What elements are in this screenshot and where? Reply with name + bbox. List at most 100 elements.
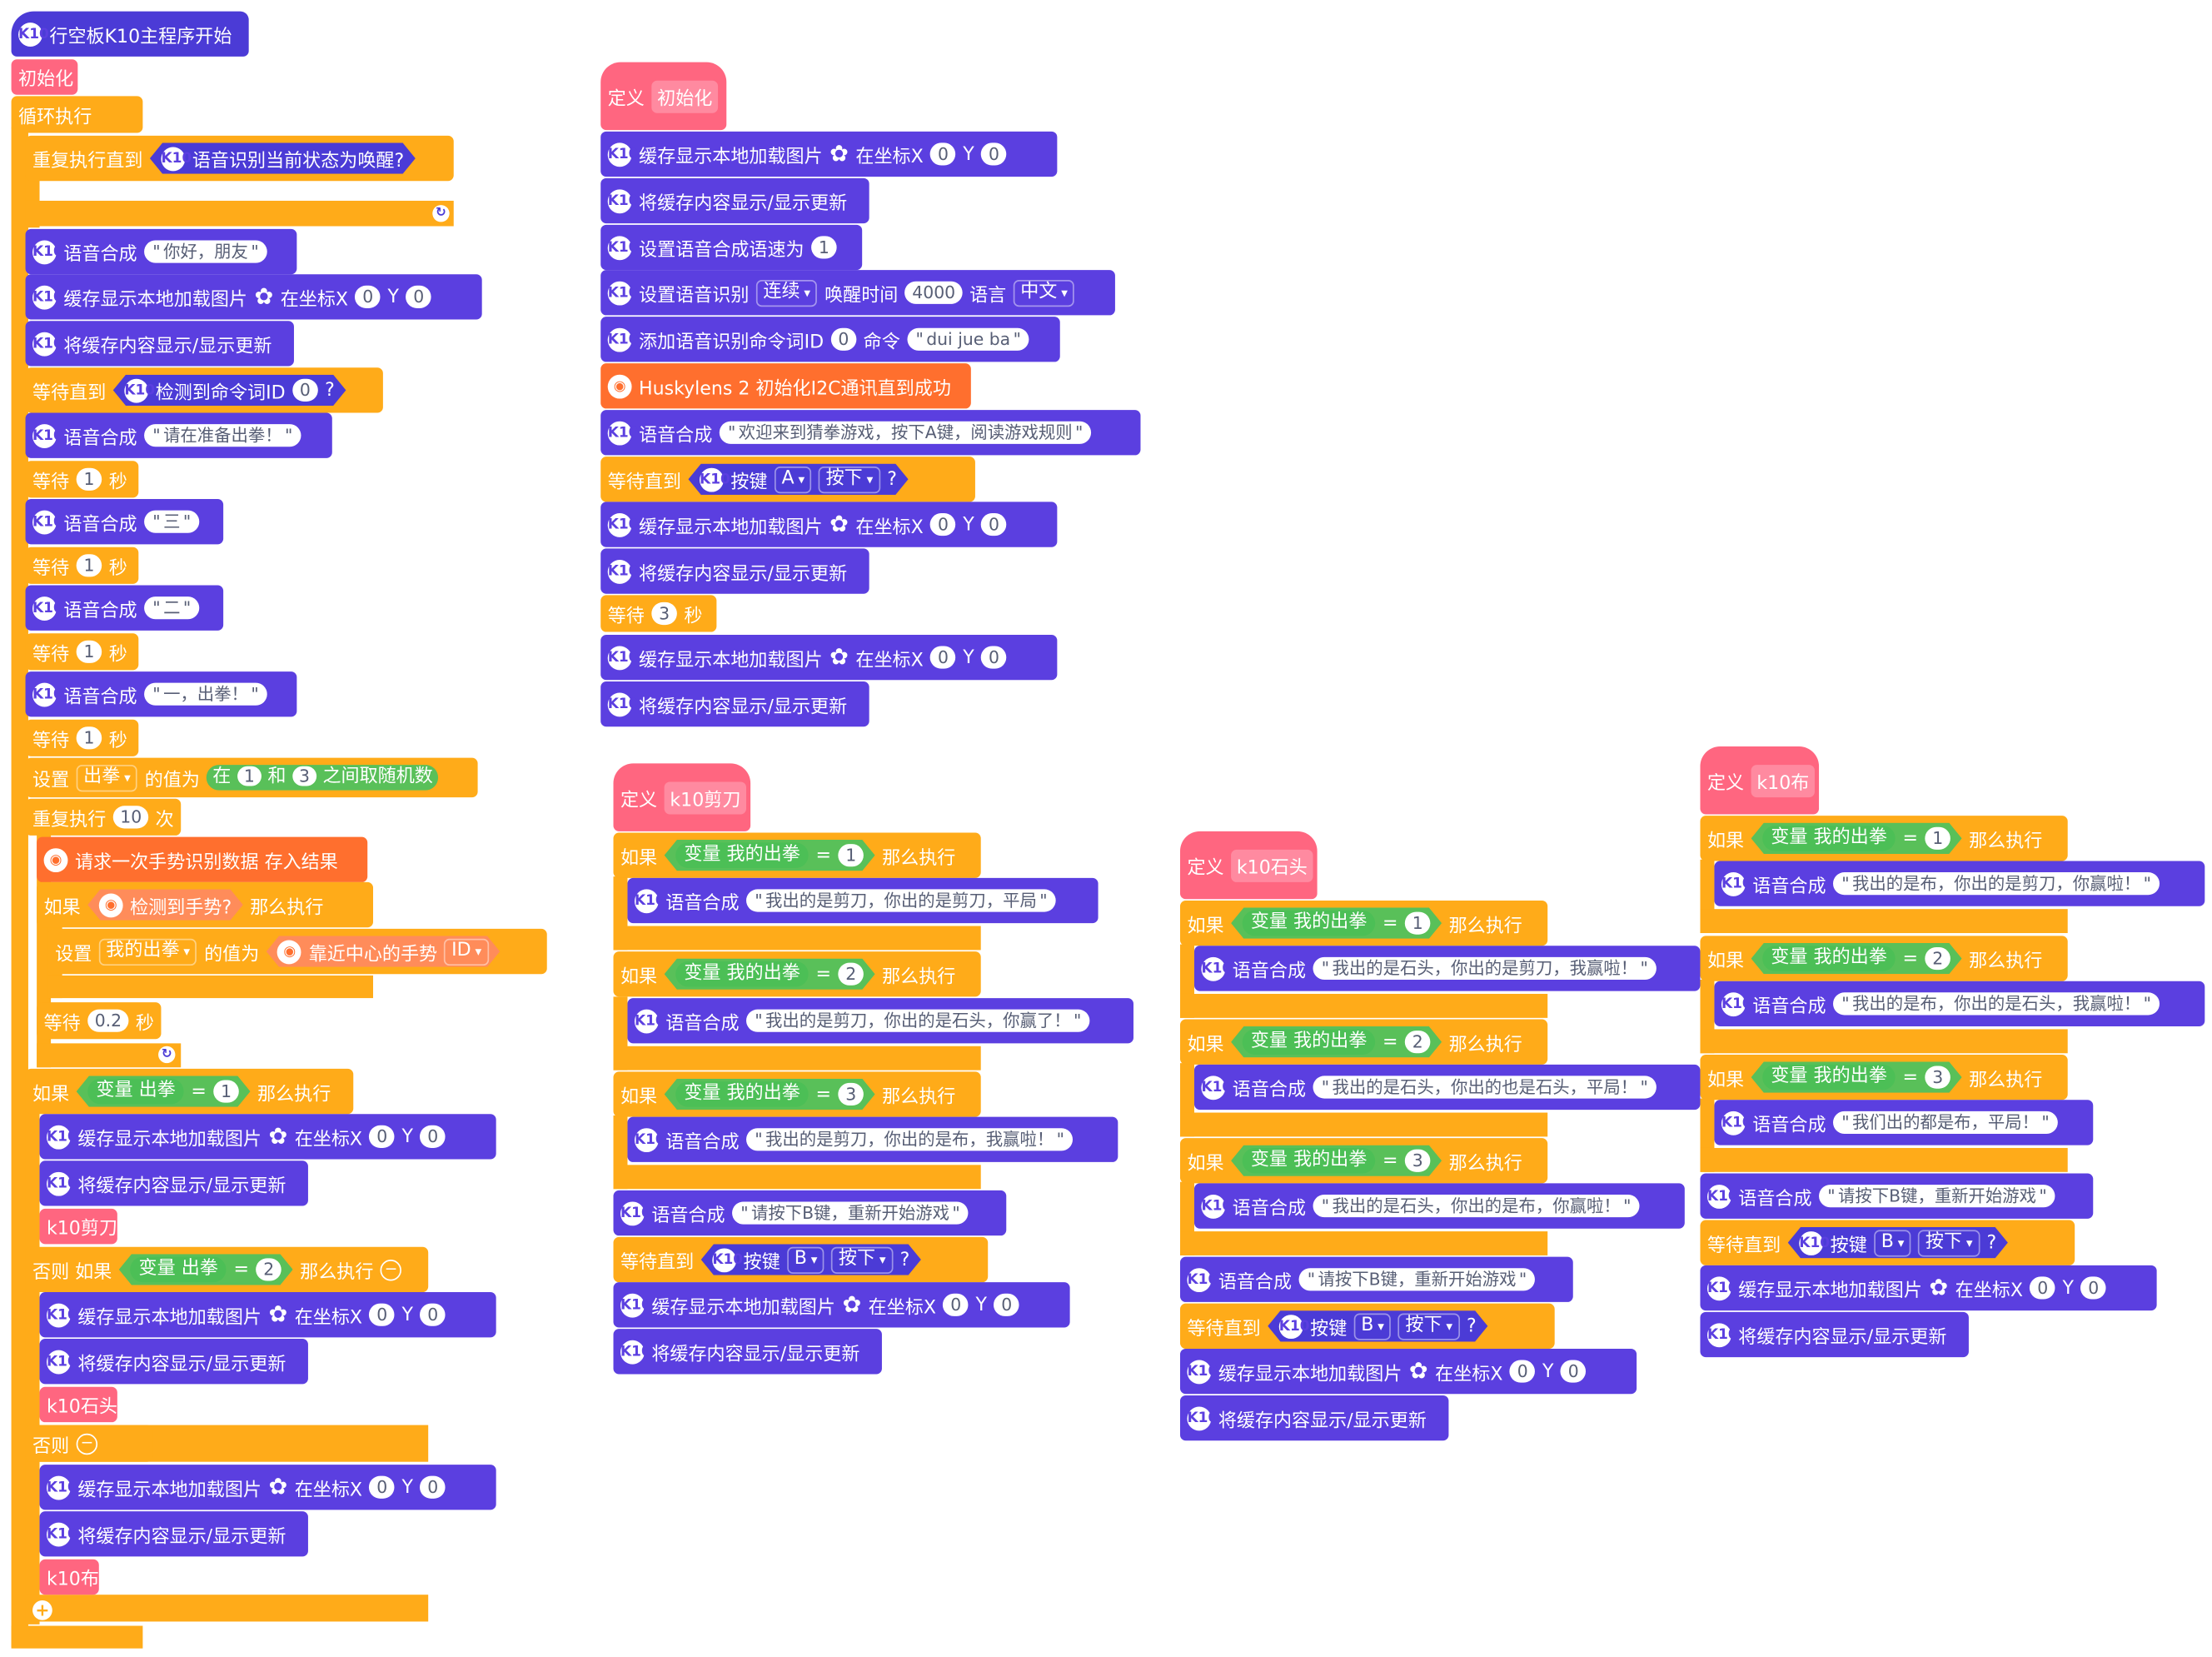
command-id-input[interactable]: 0 bbox=[292, 379, 318, 402]
tts-block[interactable]: K10语音合成请按下B键，重新开始游戏 bbox=[1700, 1173, 2094, 1219]
forever-loop-block[interactable]: 循环执行 bbox=[11, 96, 143, 133]
variable-reporter[interactable]: 变量 我的出拳 bbox=[1243, 911, 1376, 936]
y-input[interactable]: 0 bbox=[994, 1293, 1020, 1316]
press-state-dropdown[interactable]: 按下 bbox=[1918, 1230, 1980, 1256]
gesture-field-dropdown[interactable]: ID bbox=[445, 938, 489, 965]
x-input[interactable]: 0 bbox=[355, 285, 381, 308]
tts-text-input[interactable]: 我们出的都是布，平局！ bbox=[1833, 1110, 2058, 1134]
y-input[interactable]: 0 bbox=[981, 513, 1007, 537]
seconds-input[interactable]: 3 bbox=[651, 601, 677, 626]
tts-text-input[interactable]: 我出的是剪刀，你出的是布，我赢啦！ bbox=[746, 1128, 1074, 1151]
seconds-input[interactable]: 1 bbox=[76, 640, 102, 663]
tts-block[interactable]: K10语音合成三 bbox=[25, 499, 224, 545]
speed-input[interactable]: 1 bbox=[811, 236, 837, 259]
tts-block[interactable]: K10语音合成你好，朋友 bbox=[25, 228, 297, 275]
language-dropdown[interactable]: 中文 bbox=[1013, 279, 1075, 307]
gear-icon[interactable]: ✿ bbox=[830, 510, 849, 537]
call-k10-scissors-block[interactable]: k10剪刀 bbox=[39, 1208, 117, 1245]
tts-block[interactable]: K10语音合成我出的是剪刀，你出的是剪刀，平局 bbox=[627, 877, 1099, 924]
compare-input[interactable]: 2 bbox=[1405, 1031, 1431, 1053]
gesture-detected-condition[interactable]: ◉检测到手势? bbox=[87, 889, 243, 920]
equals-condition[interactable]: 变量 出拳=2 bbox=[119, 1254, 293, 1285]
x-input[interactable]: 0 bbox=[943, 1293, 969, 1316]
variable-reporter[interactable]: 变量 我的出拳 bbox=[1762, 946, 1896, 971]
variable-reporter[interactable]: 变量 我的出拳 bbox=[1762, 1065, 1896, 1091]
variable-reporter[interactable]: 变量 我的出拳 bbox=[1762, 826, 1896, 851]
remove-branch-icon[interactable]: − bbox=[380, 1259, 402, 1280]
equals-condition[interactable]: 变量 我的出拳=3 bbox=[1751, 1061, 1962, 1092]
x-input[interactable]: 0 bbox=[1509, 1360, 1536, 1383]
tts-text-input[interactable]: 请按下B键，重新开始游戏 bbox=[1819, 1185, 2055, 1208]
equals-condition[interactable]: 变量 我的出拳=2 bbox=[1231, 1026, 1442, 1057]
tts-text-input[interactable]: 欢迎来到猜拳游戏，按下A键，阅读游戏规则 bbox=[719, 421, 1092, 444]
variable-reporter[interactable]: 变量 出拳 bbox=[130, 1257, 227, 1283]
husky-request-block[interactable]: ◉请求一次手势识别数据 存入结果 bbox=[37, 836, 368, 882]
equals-condition[interactable]: 变量 我的出拳=1 bbox=[665, 840, 875, 871]
x-input[interactable]: 0 bbox=[930, 142, 956, 166]
tts-block[interactable]: K10语音合成我出的是布，你出的是剪刀，你赢啦！ bbox=[1714, 861, 2205, 906]
x-input[interactable]: 0 bbox=[369, 1125, 396, 1148]
button-pressed-condition[interactable]: K10按键B按下? bbox=[1268, 1310, 1487, 1341]
compare-input[interactable]: 2 bbox=[838, 963, 864, 986]
equals-condition[interactable]: 变量 我的出拳=1 bbox=[1231, 907, 1442, 938]
gear-icon[interactable]: ✿ bbox=[842, 1290, 862, 1318]
variable-dropdown[interactable]: 出拳 bbox=[76, 764, 138, 791]
tts-block[interactable]: K10语音合成请按下B键，重新开始游戏 bbox=[613, 1190, 1007, 1236]
button-dropdown[interactable]: B bbox=[787, 1246, 825, 1273]
husky-init-block[interactable]: ◉Huskylens 2 初始化I2C通讯直到成功 bbox=[600, 363, 971, 409]
y-input[interactable]: 0 bbox=[420, 1303, 446, 1326]
equals-condition[interactable]: 变量 出拳=1 bbox=[77, 1076, 251, 1106]
equals-condition[interactable]: 变量 我的出拳=3 bbox=[1231, 1145, 1442, 1176]
y-input[interactable]: 0 bbox=[420, 1125, 446, 1148]
button-pressed-condition[interactable]: K10按键B按下? bbox=[1788, 1227, 2008, 1258]
tts-text-input[interactable]: 我出的是布，你出的是剪刀，你赢啦！ bbox=[1833, 872, 2160, 896]
tts-block[interactable]: K10语音合成欢迎来到猜拳游戏，按下A键，阅读游戏规则 bbox=[600, 410, 1141, 456]
tts-text-input[interactable]: 我出的是石头，你出的是布，你赢啦！ bbox=[1313, 1194, 1640, 1218]
press-state-dropdown[interactable]: 按下 bbox=[1398, 1313, 1460, 1340]
gear-icon[interactable]: ✿ bbox=[830, 643, 849, 671]
random-min-input[interactable]: 1 bbox=[237, 766, 262, 786]
button-dropdown[interactable]: A bbox=[775, 466, 812, 492]
gear-icon[interactable]: ✿ bbox=[268, 1122, 288, 1150]
wait-until-block[interactable]: 等待直到K10按键B按下? bbox=[1700, 1220, 2075, 1265]
compare-input[interactable]: 1 bbox=[1925, 827, 1950, 850]
compare-input[interactable]: 1 bbox=[838, 844, 864, 866]
remove-branch-icon[interactable]: − bbox=[76, 1432, 98, 1455]
tts-block[interactable]: K10语音合成我出的是石头，你出的是剪刀，我赢啦！ bbox=[1193, 946, 1701, 991]
tts-block[interactable]: K10语音合成二 bbox=[25, 585, 224, 631]
tts-text-input[interactable]: 二 bbox=[144, 596, 200, 620]
wake-time-input[interactable]: 4000 bbox=[904, 281, 963, 304]
add-branch-icon[interactable]: + bbox=[32, 1600, 52, 1620]
define-init-hat[interactable]: 定义初始化 bbox=[600, 62, 727, 131]
x-input[interactable]: 0 bbox=[930, 646, 956, 669]
variable-reporter[interactable]: 变量 我的出拳 bbox=[675, 1081, 809, 1107]
